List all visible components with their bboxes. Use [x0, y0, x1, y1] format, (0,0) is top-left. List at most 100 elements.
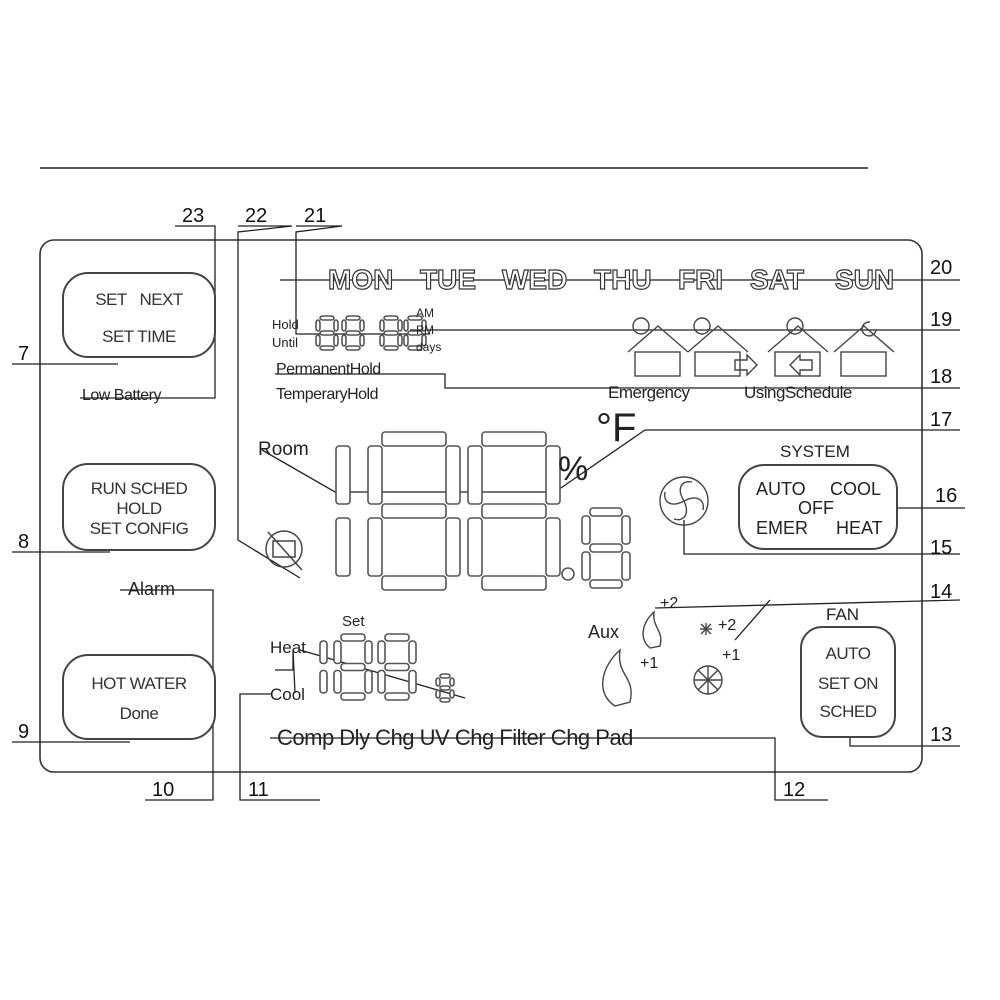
main-decimal-point: [561, 567, 575, 581]
lcd-frame: [39, 239, 923, 773]
clock-digit-2: [341, 315, 365, 351]
weekday-mon: MON: [327, 264, 394, 295]
hold-btn-label: HOLD: [116, 499, 162, 518]
snowflake-large-icon: [693, 665, 723, 695]
fan-auto-label: AUTO: [825, 644, 871, 663]
callout-14: 14: [930, 581, 953, 603]
callout-12: 12: [783, 779, 806, 801]
callout-22: 22: [245, 205, 268, 227]
cool-label: Cool: [270, 685, 305, 704]
clock-digit-1: [315, 315, 339, 351]
callout-17: 17: [930, 409, 953, 431]
low-battery-label: Low Battery: [82, 387, 161, 404]
days-label: days: [416, 340, 442, 354]
house-sleep-icon: [833, 321, 895, 377]
hot-water-button[interactable]: HOT WATER Done: [62, 654, 216, 740]
set-label: Set: [342, 613, 365, 630]
system-heat-label: HEAT: [836, 518, 883, 538]
callout-15: 15: [930, 537, 953, 559]
next-label-btn: NEXT: [139, 290, 183, 309]
system-off-label: OFF: [798, 498, 834, 518]
fan-title: FAN: [826, 605, 860, 624]
run-sched-label: RUN SCHED: [90, 479, 188, 498]
leader-15: [683, 520, 960, 555]
weekday-sat: SAT: [749, 264, 804, 295]
main-digit-ones: [467, 431, 561, 591]
fan-icon: [659, 476, 709, 526]
callout-7: 7: [18, 343, 30, 365]
main-digit-hundreds: [335, 445, 351, 577]
set-config-label: SET CONFIG: [89, 519, 189, 538]
snow-plus1-label: +1: [722, 647, 741, 664]
leader-21: [295, 225, 430, 335]
run-sched-button[interactable]: RUN SCHED HOLD SET CONFIG: [62, 463, 216, 551]
clock-digit-4: [403, 315, 427, 351]
battery-icon: [265, 530, 303, 571]
am-label: AM: [416, 306, 434, 320]
fan-set-on-label: SET ON: [818, 674, 878, 693]
main-digit-tens: [367, 431, 461, 591]
system-auto-label: AUTO: [756, 479, 806, 499]
callout-9: 9: [18, 721, 30, 743]
main-digit-tenths: [581, 507, 631, 589]
alarm-label: Alarm: [128, 579, 176, 599]
callout-21: 21: [304, 205, 327, 227]
weekday-wed: WED: [501, 264, 568, 295]
aux-label: Aux: [588, 622, 620, 642]
leader-12: [270, 737, 828, 801]
system-mode-button[interactable]: AUTO COOL OFF EMER HEAT: [738, 464, 898, 550]
flame-large-icon: [601, 648, 632, 707]
leader-14: [654, 599, 961, 609]
flame-plus1-label: +1: [640, 655, 659, 672]
leader-11: [239, 693, 320, 801]
until-label: Until: [272, 335, 299, 350]
callout-23: 23: [182, 205, 205, 227]
system-title: SYSTEM: [780, 442, 850, 461]
temporary-hold-label: TemperaryHold: [276, 386, 378, 403]
hot-water-label: HOT WATER: [91, 674, 187, 693]
set-next-line1: SET NEXT: [64, 290, 214, 310]
leader-11b: [275, 649, 296, 694]
degree-f-label: °F: [596, 406, 637, 450]
fan-sched-label: SCHED: [819, 702, 877, 721]
bottom-status-row: Comp Dly Chg UV Chg Filter Chg Pad: [277, 725, 633, 750]
emergency-label: Emergency: [608, 383, 690, 402]
weekday-tue: TUE: [419, 264, 476, 295]
set-digit-tens: [333, 633, 373, 701]
using-schedule-label: UsingSchedule: [744, 383, 852, 402]
system-emer-label: EMER: [756, 518, 809, 538]
house-leave-icon: [687, 317, 758, 377]
flame-small-icon: [642, 610, 662, 649]
heat-label: Heat: [270, 638, 306, 657]
done-label: Done: [119, 704, 159, 723]
hold-label: Hold: [272, 317, 299, 332]
weekday-sun: SUN: [834, 264, 895, 295]
permanent-hold-label: PermanentHold: [276, 361, 381, 378]
weekday-fri: FRI: [677, 264, 724, 295]
house-return-icon: [767, 317, 829, 377]
callout-20: 20: [930, 257, 953, 279]
pm-label: PM: [416, 323, 434, 337]
seven-segment-digits: [315, 315, 631, 703]
set-next-button[interactable]: SET NEXT SET TIME: [62, 272, 216, 358]
snowflake-small-icon: [700, 623, 712, 635]
clock-digit-3: [379, 315, 403, 351]
system-cool-label: COOL: [830, 479, 882, 499]
set-digit-ones: [377, 633, 417, 701]
leader-22: [237, 225, 301, 579]
set-time-label: SET TIME: [102, 327, 176, 346]
fan-mode-button[interactable]: AUTO SET ON SCHED: [800, 626, 896, 738]
callout-16: 16: [935, 485, 958, 507]
callout-19: 19: [930, 309, 953, 331]
room-label: Room: [258, 439, 309, 460]
callout-11: 11: [248, 779, 269, 801]
set-digit-tenths: [435, 673, 455, 703]
callout-8: 8: [18, 531, 30, 553]
leader-18: [275, 373, 960, 389]
callout-13: 13: [930, 724, 953, 746]
callout-10: 10: [152, 779, 175, 801]
callout-18: 18: [930, 366, 953, 388]
snow-plus2-label: +2: [718, 617, 737, 634]
